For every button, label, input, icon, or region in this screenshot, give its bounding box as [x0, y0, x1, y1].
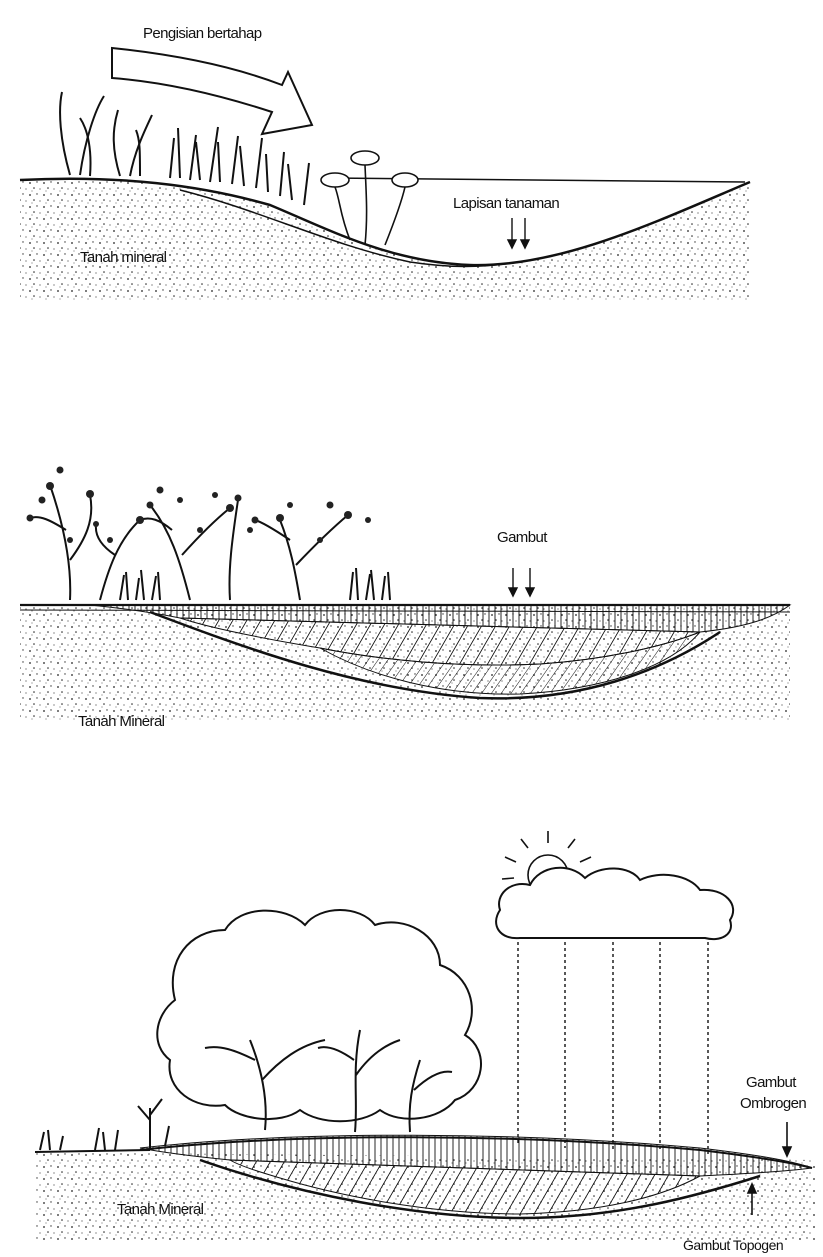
shrub-leaves [27, 467, 372, 544]
soil-label-2: Tanah Mineral [78, 713, 165, 730]
soil-label-1: Tanah mineral [80, 249, 167, 266]
peat-arrows [509, 568, 534, 596]
rain-lines [518, 942, 708, 1154]
layer-label: Lapisan tanaman [453, 195, 559, 212]
arrow-label: Pengisian bertahap [143, 25, 262, 42]
ombrogen-label-line2: Ombrogen [740, 1095, 806, 1112]
ombrogen-arrow [783, 1122, 791, 1156]
shrubs [30, 485, 390, 600]
panel-2-peat-formation: Gambut Tanah Mineral [20, 467, 790, 731]
peat-label: Gambut [497, 529, 548, 546]
ombrogen-label-line1: Gambut [746, 1074, 797, 1091]
layer-arrows [508, 218, 529, 248]
water-lilies [321, 151, 418, 245]
forest-trees [40, 910, 481, 1150]
panel-1-lake-infill: Pengisian bertahap Lapisan tanaman Tanah… [20, 25, 750, 300]
mineral-soil-1 [20, 179, 750, 300]
soil-label-3: Tanah Mineral [117, 1201, 204, 1218]
topogen-label: Gambut Topogen [683, 1237, 783, 1253]
infill-arrow [112, 48, 312, 134]
panel-3-ombrogenous-peat: Gambut Ombrogen Gambut Topogen Tanah Min… [35, 831, 815, 1253]
